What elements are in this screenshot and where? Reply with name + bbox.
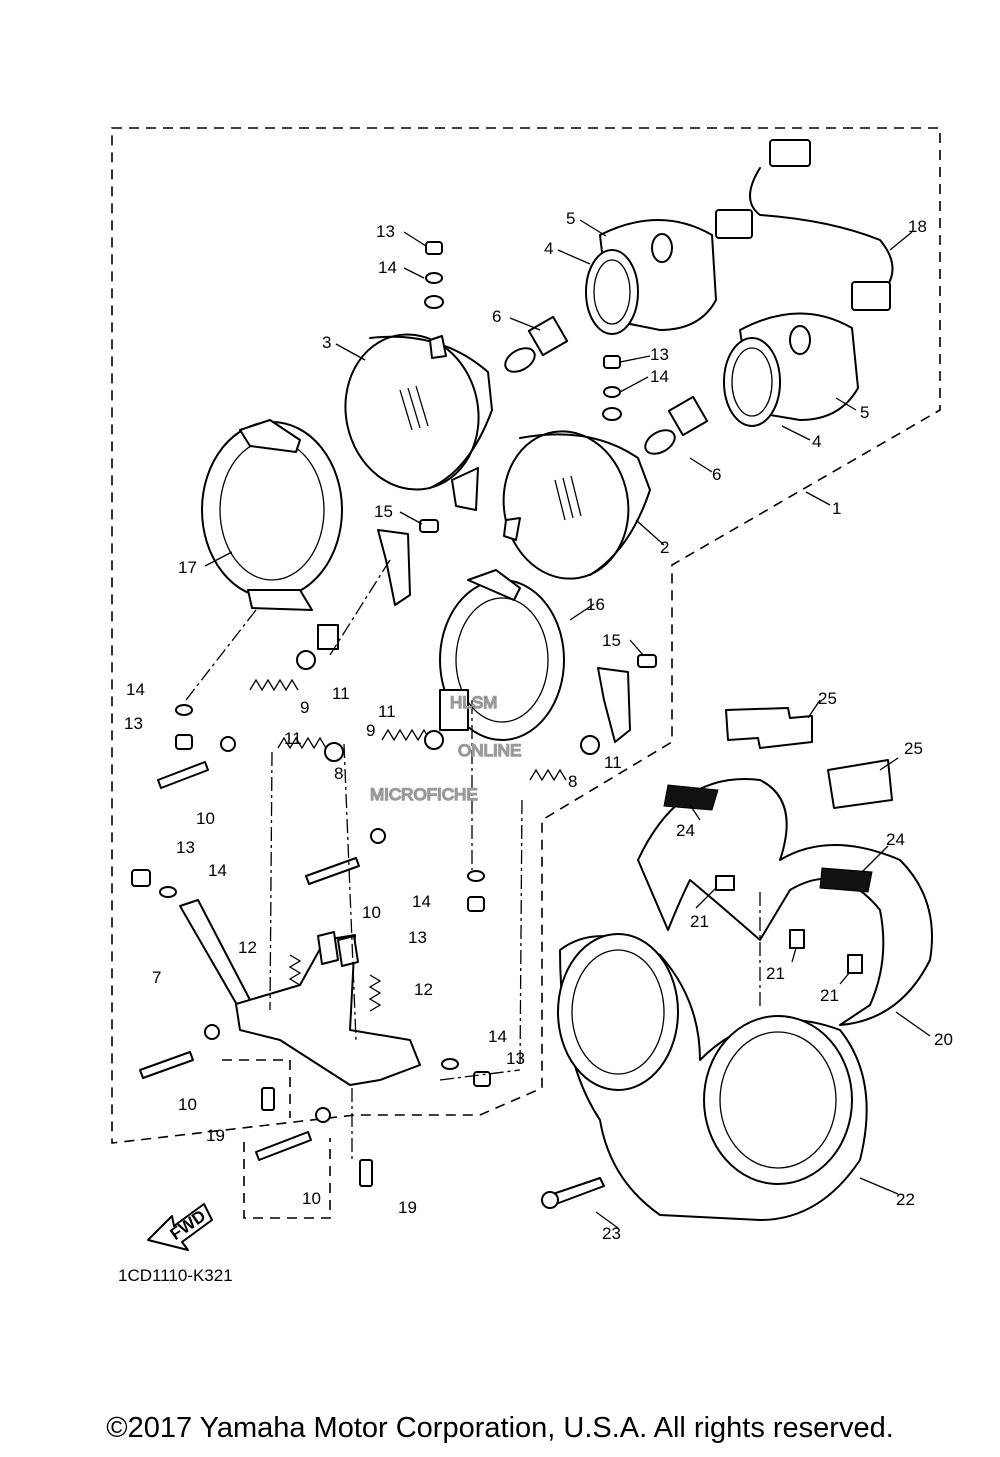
alignment-lines [185, 559, 761, 1160]
bulb-lower [644, 395, 709, 455]
callout-14d: 14 [208, 861, 227, 880]
sub-boundary [243, 1138, 331, 1219]
lower-bracket [179, 899, 421, 1086]
watermark: HLSM ONLINE MICROFICHE [369, 692, 522, 805]
callout-10c: 10 [178, 1095, 197, 1114]
callout-2: 2 [660, 538, 669, 557]
callout-24b: 24 [886, 830, 905, 849]
callout-21c: 21 [820, 986, 839, 1005]
callout-13e: 13 [408, 928, 427, 947]
callout-14c: 14 [126, 680, 145, 699]
fwd-arrow-icon: FWD [147, 1203, 213, 1251]
callout-19a: 19 [206, 1126, 225, 1145]
bracket-plate-upper [377, 529, 411, 606]
leader-lines [204, 219, 931, 1229]
bulb-upper [504, 315, 569, 373]
callout-16: 16 [586, 595, 605, 614]
mount-ring-16 [439, 569, 565, 741]
callout-18: 18 [908, 217, 927, 236]
callout-20: 20 [934, 1030, 953, 1049]
callout-7: 7 [152, 968, 161, 987]
watermark-line-3: MICROFICHE [370, 785, 478, 804]
callout-9a: 9 [300, 698, 309, 717]
callout-17: 17 [178, 558, 197, 577]
callout-22: 22 [896, 1190, 915, 1209]
callout-21b: 21 [766, 964, 785, 983]
callout-14a: 14 [378, 258, 397, 277]
springs [249, 678, 567, 1012]
callout-labels: 1 2 3 4 4 5 5 6 6 7 8 8 9 9 10 10 10 10 … [124, 209, 953, 1243]
callout-14f: 14 [488, 1027, 507, 1046]
callout-12a: 12 [238, 938, 257, 957]
callout-13c: 13 [124, 714, 143, 733]
callout-11d: 11 [604, 753, 622, 772]
meter-housing [557, 933, 868, 1221]
callout-19b: 19 [398, 1198, 417, 1217]
screws [139, 736, 386, 1161]
callout-5b: 5 [860, 403, 869, 422]
callout-4b: 4 [812, 432, 821, 451]
adjuster-nuts [296, 650, 600, 762]
callout-6b: 6 [712, 465, 721, 484]
copyright-notice: ©2017 Yamaha Motor Corporation, U.S.A. A… [106, 1412, 894, 1444]
sub-boundary-19 [222, 1059, 291, 1118]
meter-cover [637, 778, 933, 1026]
callout-8b: 8 [568, 772, 577, 791]
callout-24a: 24 [676, 821, 695, 840]
headlight-lens-upper [344, 333, 493, 511]
clips-pads [541, 707, 893, 1209]
callout-10b: 10 [362, 903, 381, 922]
callout-23: 23 [602, 1224, 621, 1243]
bracket-plate-lower [597, 667, 631, 743]
callout-25a: 25 [818, 689, 837, 708]
callout-11b: 11 [284, 729, 302, 748]
callout-9b: 9 [366, 721, 375, 740]
callout-14e: 14 [412, 892, 431, 911]
callout-10a: 10 [196, 809, 215, 828]
watermark-line-2: ONLINE [458, 741, 521, 760]
callout-5a: 5 [566, 209, 575, 228]
callout-6a: 6 [492, 307, 501, 326]
callout-12b: 12 [414, 980, 433, 999]
bulb-socket-lower [723, 312, 859, 427]
callout-13d: 13 [176, 838, 195, 857]
callout-1: 1 [832, 499, 841, 518]
callout-15b: 15 [602, 631, 621, 650]
drawing-code: 1CD1110-K321 [118, 1266, 233, 1285]
callout-11a: 11 [332, 684, 350, 703]
callout-4a: 4 [544, 239, 553, 258]
callout-21a: 21 [690, 912, 709, 931]
callout-8a: 8 [334, 764, 343, 783]
mount-ring-17 [201, 419, 343, 650]
bolts-washers [131, 241, 657, 1187]
callout-13b: 13 [650, 345, 669, 364]
wiring-harness [715, 139, 894, 311]
callout-14b: 14 [650, 367, 669, 386]
callout-15a: 15 [374, 502, 393, 521]
callout-11c: 11 [378, 702, 396, 721]
watermark-line-1: HLSM [450, 693, 497, 712]
bulb-socket-upper [585, 219, 717, 335]
callout-3: 3 [322, 333, 331, 352]
headlight-lens-lower [502, 430, 651, 580]
callout-13a: 13 [376, 222, 395, 241]
callout-25b: 25 [904, 739, 923, 758]
callout-10d: 10 [302, 1189, 321, 1208]
callout-13f: 13 [506, 1049, 525, 1068]
